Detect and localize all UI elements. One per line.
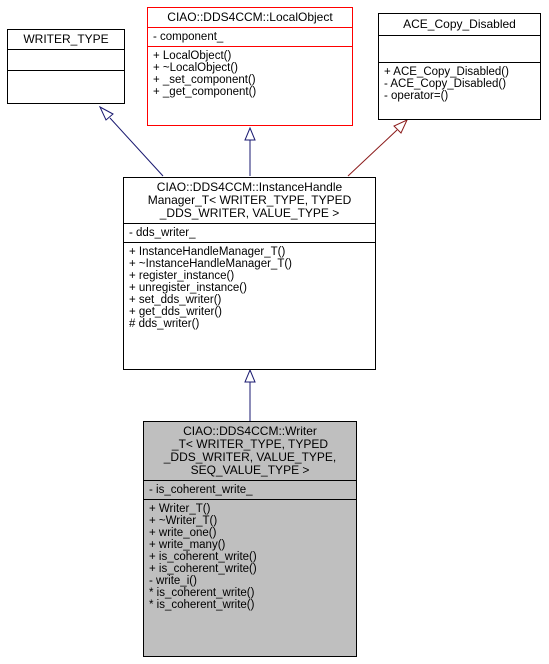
title-line: CIAO::DDS4CCM::Writer	[183, 424, 317, 438]
class-writer-t-operations: + Writer_T() + ~Writer_T() + write_one()…	[144, 499, 356, 614]
operation: + is_coherent_write()	[149, 563, 257, 575]
class-ace-copy-disabled: ACE_Copy_Disabled + ACE_Copy_Disabled() …	[378, 13, 541, 120]
edge-ihm-to-writer-type-arrowhead	[98, 105, 114, 121]
class-writer-type-attributes	[8, 49, 124, 70]
operation: + ~LocalObject()	[153, 62, 239, 74]
operation: + set_dds_writer()	[129, 294, 222, 306]
operation: - ACE_Copy_Disabled()	[384, 78, 507, 90]
attribute: - dds_writer_	[129, 227, 196, 239]
operation: + ~InstanceHandleManager_T()	[129, 258, 293, 270]
class-instance-handle-manager-operations: + InstanceHandleManager_T() + ~InstanceH…	[124, 242, 375, 333]
title-line: SEQ_VALUE_TYPE >	[190, 463, 310, 477]
class-instance-handle-manager: CIAO::DDS4CCM::InstanceHandle Manager_T<…	[123, 177, 376, 370]
class-writer-type-title: WRITER_TYPE	[8, 30, 124, 49]
class-local-object-attributes: - component_	[148, 27, 352, 46]
class-instance-handle-manager-title: CIAO::DDS4CCM::InstanceHandle Manager_T<…	[124, 178, 375, 223]
operation: + get_dds_writer()	[129, 306, 222, 318]
operation: + ~Writer_T()	[149, 515, 218, 527]
class-writer-type: WRITER_TYPE	[7, 29, 125, 104]
class-writer-t-attributes: - is_coherent_write_	[144, 480, 356, 499]
operation: + unregister_instance()	[129, 282, 247, 294]
edge-ihm-to-ace-copy-disabled	[347, 129, 398, 177]
attribute: - component_	[153, 31, 224, 43]
class-ace-copy-disabled-attributes	[379, 35, 540, 62]
title-line: CIAO::DDS4CCM::LocalObject	[167, 10, 333, 24]
operation: + register_instance()	[129, 270, 235, 282]
edge-writer-t-to-ihm-arrowhead	[244, 368, 256, 383]
operation: - write_i()	[149, 575, 197, 587]
operation: + Writer_T()	[149, 503, 211, 515]
operation: * is_coherent_write()	[149, 587, 255, 599]
operation: + ACE_Copy_Disabled()	[384, 66, 509, 78]
class-writer-type-operations	[8, 70, 124, 91]
operation: - operator=()	[384, 90, 449, 102]
class-local-object: CIAO::DDS4CCM::LocalObject - component_ …	[147, 7, 353, 126]
operation: # dds_writer()	[129, 318, 200, 330]
operation: + _set_component()	[153, 74, 256, 86]
title-line: _T< WRITER_TYPE, TYPED	[171, 437, 329, 451]
class-local-object-operations: + LocalObject() + ~LocalObject() + _set_…	[148, 46, 352, 101]
operation: * is_coherent_write()	[149, 599, 255, 611]
title-line: ACE_Copy_Disabled	[403, 17, 516, 31]
class-writer-t-title: CIAO::DDS4CCM::Writer _T< WRITER_TYPE, T…	[144, 422, 356, 480]
operation: + write_many()	[149, 539, 226, 551]
operation: + InstanceHandleManager_T()	[129, 246, 286, 258]
class-local-object-title: CIAO::DDS4CCM::LocalObject	[148, 8, 352, 27]
class-writer-t: CIAO::DDS4CCM::Writer _T< WRITER_TYPE, T…	[143, 421, 357, 657]
class-ace-copy-disabled-title: ACE_Copy_Disabled	[379, 14, 540, 35]
operation: + _get_component()	[153, 86, 257, 98]
title-line: _DDS_WRITER, VALUE_TYPE >	[159, 206, 340, 220]
class-ace-copy-disabled-operations: + ACE_Copy_Disabled() - ACE_Copy_Disable…	[379, 62, 540, 105]
title-line: Manager_T< WRITER_TYPE, TYPED	[147, 193, 352, 207]
title-line: WRITER_TYPE	[23, 32, 109, 46]
class-instance-handle-manager-attributes: - dds_writer_	[124, 223, 375, 242]
operation: + write_one()	[149, 527, 217, 539]
title-line: CIAO::DDS4CCM::InstanceHandle	[156, 180, 343, 194]
operation: + is_coherent_write()	[149, 551, 257, 563]
title-line: _DDS_WRITER, VALUE_TYPE,	[163, 450, 337, 464]
edge-ihm-to-writer-type	[109, 117, 164, 177]
edge-ihm-to-local-object-arrowhead	[244, 126, 256, 141]
operation: + LocalObject()	[153, 50, 232, 62]
attribute: - is_coherent_write_	[149, 484, 253, 496]
edge-ihm-to-ace-copy-disabled-arrowhead	[393, 118, 409, 134]
